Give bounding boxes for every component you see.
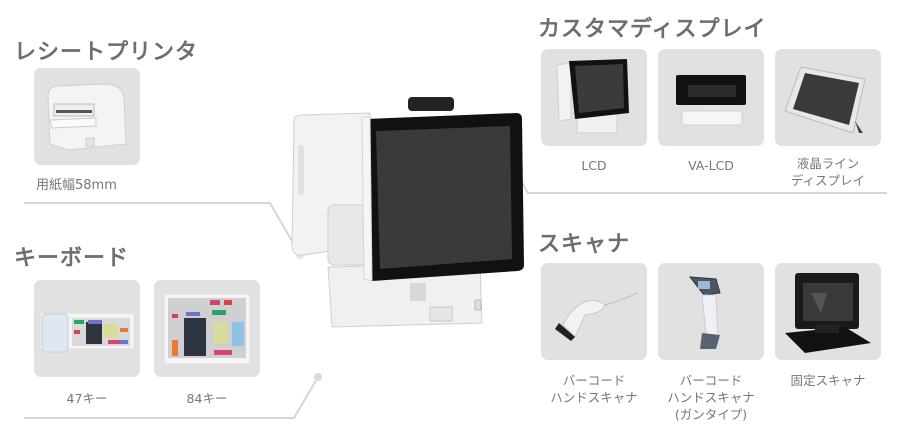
product-card-keyboard-84[interactable] xyxy=(154,280,260,377)
lcd-display-icon xyxy=(556,59,629,134)
receipt-printer-icon xyxy=(47,83,127,151)
section-title-customer-display: カスタマディスプレイ xyxy=(538,17,767,42)
product-card-lcd[interactable] xyxy=(541,49,647,146)
section-title-scanner: スキャナ xyxy=(538,232,631,257)
pos-terminal-icon xyxy=(291,97,524,328)
product-card-gun-scanner[interactable] xyxy=(658,263,764,360)
product-card-fixed-scanner[interactable] xyxy=(775,263,881,360)
keyboard-84-icon xyxy=(163,293,251,365)
caption-keyboard-47: 47キー xyxy=(66,391,108,406)
caption-gun-scanner: バーコード ハンドスキャナ (ガンタイプ) xyxy=(667,373,755,422)
gun-scanner-icon xyxy=(688,276,721,349)
product-card-keyboard-47[interactable] xyxy=(34,280,140,377)
section-title-keyboard: キーボード xyxy=(14,246,130,271)
caption-va-lcd: VA-LCD xyxy=(688,158,734,173)
product-card-va-lcd[interactable] xyxy=(658,49,764,146)
va-lcd-display-icon xyxy=(676,75,746,126)
caption-line-display: 液晶ライン ディスプレイ xyxy=(790,156,866,188)
fixed-scanner-icon xyxy=(785,273,871,353)
caption-handheld-scanner: バーコード ハンドスキャナ xyxy=(550,373,638,405)
product-card-line-display[interactable] xyxy=(775,49,881,146)
keyboard-47-icon xyxy=(39,312,135,353)
line-display-icon xyxy=(784,66,866,134)
section-title-receipt-printer: レシートプリンタ xyxy=(14,40,199,65)
caption-lcd: LCD xyxy=(581,158,607,173)
caption-receipt-printer: 用紙幅58mm xyxy=(36,178,117,193)
pos-terminal xyxy=(280,95,530,330)
caption-fixed-scanner: 固定スキャナ xyxy=(790,373,866,388)
product-card-handheld-scanner[interactable] xyxy=(541,263,647,360)
handheld-scanner-icon xyxy=(555,292,638,341)
product-card-receipt-printer[interactable] xyxy=(34,68,140,165)
caption-keyboard-84: 84キー xyxy=(186,391,228,406)
